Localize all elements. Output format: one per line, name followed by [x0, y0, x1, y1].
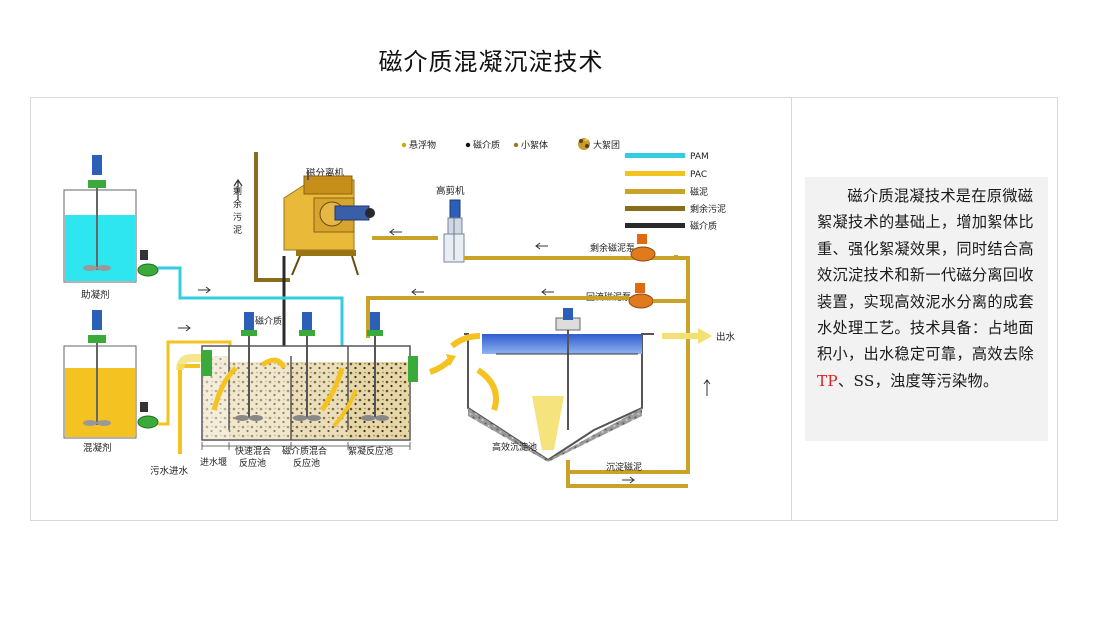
- reaction-basin: 磁介质: [201, 312, 418, 441]
- legend-small-floc: 小絮体: [521, 139, 548, 151]
- column-divider: [791, 97, 792, 521]
- large-floc-icon: [578, 138, 590, 150]
- inflow-label: 污水进水: [150, 465, 189, 477]
- description-box: 磁介质混凝技术是在原微磁絮凝技术的基础上，增加絮体比重、强化絮凝效果，同时结合高…: [805, 177, 1048, 441]
- magnetic-separator: 磁分离机: [283, 167, 375, 276]
- description-text: 磁介质混凝技术是在原微磁絮凝技术的基础上，增加絮体比重、强化絮凝效果，同时结合高…: [817, 187, 1034, 364]
- coagulant-aid-tank: 助凝剂: [63, 155, 137, 301]
- rapid-mix-label-1: 快速混合: [235, 445, 271, 457]
- excess-sludge-char-2: 余: [233, 198, 242, 210]
- excess-sludge-outlet: 剩 余 污 泥: [233, 152, 290, 282]
- excess-sludge-pump-label: 剩余磁泥泵: [590, 242, 635, 254]
- description-tail: 、SS，浊度等污染物。: [837, 371, 999, 390]
- legend-magnetic-medium-swatch: [625, 223, 685, 228]
- content-frame: [30, 97, 1058, 521]
- excess-sludge-char-1: 剩: [233, 185, 242, 197]
- inlet-weir-label: 进水堰: [200, 456, 227, 468]
- legend-large-floc: 大絮团: [593, 139, 620, 151]
- suspended-solids-icon: [401, 142, 407, 148]
- magnetic-mix-label-1: 磁介质混合: [282, 445, 327, 457]
- legend-pac: PAC: [690, 170, 707, 180]
- excess-sludge-pump: 剩余磁泥泵: [590, 234, 656, 262]
- legend-magnetic-sludge: 磁泥: [690, 186, 708, 198]
- coagulant-aid-label: 助凝剂: [81, 289, 110, 301]
- legend-suspended-solids: 悬浮物: [409, 139, 436, 151]
- magnetic-medium-label: 磁介质: [255, 315, 282, 327]
- inflow: 污水进水: [150, 354, 204, 477]
- settling-tank-label: 高效沉淀池: [492, 441, 537, 453]
- excess-sludge-char-4: 泥: [233, 225, 242, 236]
- outflow-label: 出水: [716, 331, 736, 343]
- settling-tank: 高效沉淀池: [450, 308, 654, 462]
- pac-dosing-pump: [137, 402, 159, 429]
- magnetic-medium-icon: [465, 142, 471, 148]
- outflow: 出水: [662, 328, 736, 344]
- legend-magnetic-medium: 磁介质: [473, 139, 500, 151]
- settled-sludge-return: 沉淀磁泥: [566, 460, 688, 488]
- pam-dosing-pump: [137, 250, 159, 277]
- legend-excess-sludge-swatch: [625, 206, 685, 211]
- return-sludge-pump: 回流磁泥泵: [586, 283, 654, 309]
- page-title: 磁介质混凝沉淀技术: [378, 48, 604, 76]
- coagulant-label: 混凝剂: [83, 442, 112, 454]
- floc-tank-label: 絮凝反应池: [348, 445, 393, 457]
- process-diagram: 悬浮物 磁介质 小絮体 大絮团 PAM PAC 磁泥 剩余污泥 磁介质 剩 余 …: [52, 110, 760, 520]
- magnetic-mix-label-2: 反应池: [293, 457, 320, 469]
- high-shear-label: 高剪机: [436, 185, 465, 197]
- description-tp: TP: [817, 371, 838, 390]
- coagulant-tank: 混凝剂: [63, 310, 137, 454]
- legend-pam: PAM: [690, 152, 709, 162]
- legend-magnetic-sludge-swatch: [625, 189, 685, 194]
- legend-pac-swatch: [625, 171, 685, 176]
- legend-magnetic-medium-line: 磁介质: [690, 220, 717, 232]
- settled-sludge-label: 沉淀磁泥: [606, 461, 642, 473]
- excess-sludge-char-3: 污: [233, 211, 242, 223]
- basin-section-labels: 进水堰 快速混合 反应池 磁介质混合 反应池 絮凝反应池: [200, 442, 411, 469]
- small-floc-icon: [513, 142, 519, 148]
- rapid-mix-label-2: 反应池: [239, 457, 266, 469]
- legend: 悬浮物 磁介质 小絮体 大絮团 PAM PAC 磁泥 剩余污泥 磁介质: [401, 138, 726, 232]
- legend-excess-sludge: 剩余污泥: [690, 203, 726, 215]
- legend-pam-swatch: [625, 153, 685, 158]
- high-shear-mixer: 高剪机: [436, 185, 465, 263]
